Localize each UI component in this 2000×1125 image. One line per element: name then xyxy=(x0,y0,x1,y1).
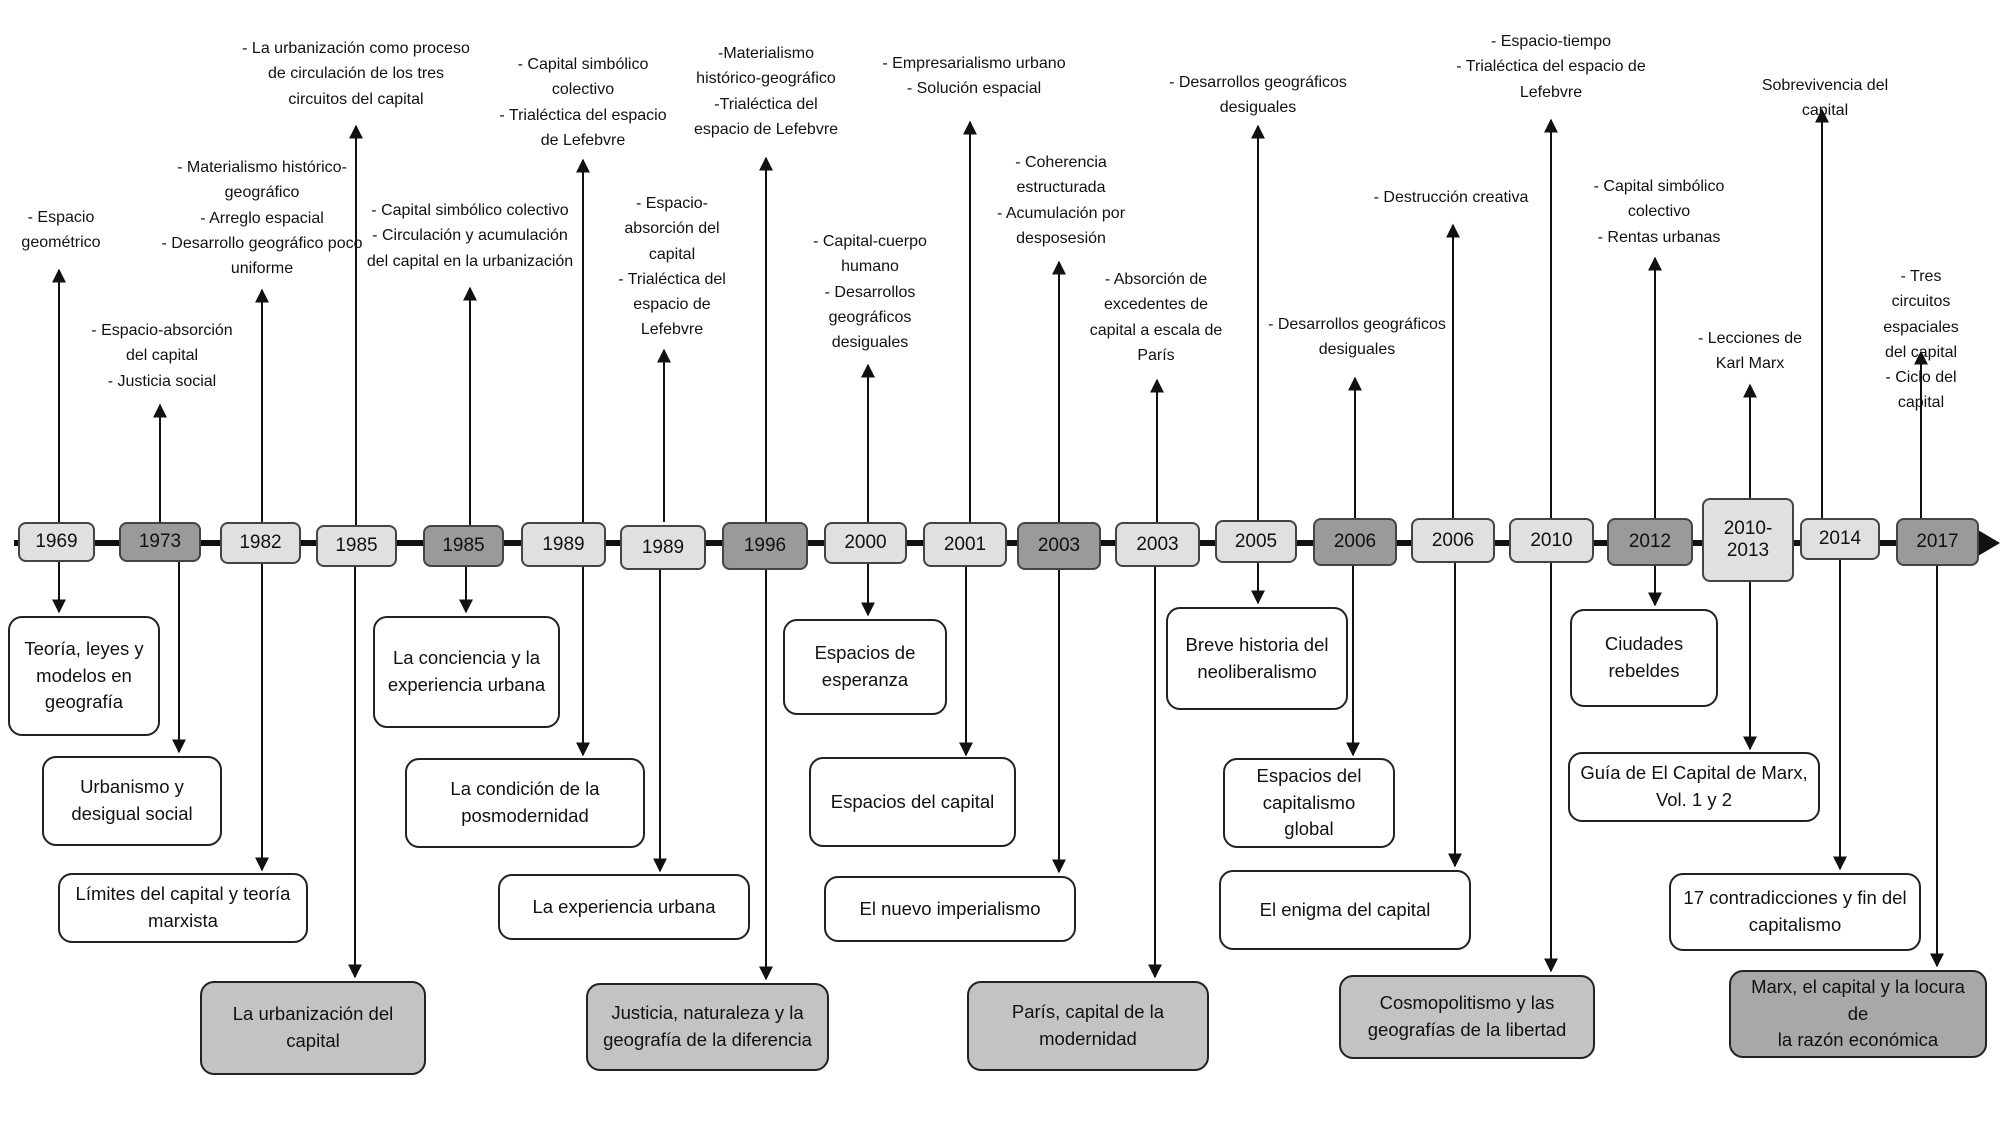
book-title-box: Urbanismo y desigual social xyxy=(42,756,222,846)
year-box: 2006 xyxy=(1411,518,1495,563)
timeline-axis-arrowhead xyxy=(1978,530,2000,556)
concept-label: - Capital simbólico colectivo - Trialéct… xyxy=(499,56,667,149)
year-box: 2014 xyxy=(1800,518,1880,560)
year-box: 1985 xyxy=(423,525,504,567)
concept-label: - Espacio-tiempo - Trialéctica del espac… xyxy=(1456,33,1646,101)
concept-label: -Materialismo histórico-geográfico -Tria… xyxy=(693,45,839,138)
year-box: 2005 xyxy=(1215,520,1297,563)
concept-label: - Tres circuitos espaciales del capital … xyxy=(1883,268,1959,412)
year-box: 1989 xyxy=(521,522,606,567)
book-title-box: Ciudades rebeldes xyxy=(1570,609,1718,707)
concept-label: - Coherencia estructurada - Acumulación … xyxy=(996,154,1126,247)
concept-label: - Espacio-absorción del capital - Justic… xyxy=(91,322,233,390)
book-title-box: El enigma del capital xyxy=(1219,870,1471,950)
year-box: 2010 xyxy=(1509,518,1594,563)
book-title-box: Espacios del capital xyxy=(809,757,1016,847)
year-box: 2012 xyxy=(1607,518,1693,566)
concept-label: Sobrevivencia del capital xyxy=(1761,77,1889,120)
book-title-box: Espacios de esperanza xyxy=(783,619,947,715)
book-title-box: Teoría, leyes y modelos en geografía xyxy=(8,616,160,736)
year-box: 2006 xyxy=(1313,518,1397,566)
book-title-box: 17 contradicciones y fin del capitalismo xyxy=(1669,873,1921,951)
concept-label: - Espacio- absorción del capital - Trial… xyxy=(618,195,726,339)
concept-label: - Desarrollos geográficos desiguales xyxy=(1169,74,1347,117)
concept-label: - Capital simbólico colectivo - Rentas u… xyxy=(1593,178,1725,246)
book-title-box: París, capital de la modernidad xyxy=(967,981,1209,1071)
year-box: 1969 xyxy=(18,522,95,562)
book-title-box: Límites del capital y teoría marxista xyxy=(58,873,308,943)
book-title-box: Guía de El Capital de Marx, Vol. 1 y 2 xyxy=(1568,752,1820,822)
year-box: 2017 xyxy=(1896,518,1979,566)
book-title-box: Justicia, naturaleza y la geografía de l… xyxy=(586,983,829,1071)
book-title-box: La experiencia urbana xyxy=(498,874,750,940)
year-box: 1989 xyxy=(620,525,706,570)
book-title-box: El nuevo imperialismo xyxy=(824,876,1076,942)
book-title-box: La conciencia y la experiencia urbana xyxy=(373,616,560,728)
concept-label: - Capital-cuerpo humano - Desarrollos ge… xyxy=(813,233,927,352)
year-box: 2001 xyxy=(923,522,1007,567)
year-box: 1985 xyxy=(316,525,397,567)
year-box: 1973 xyxy=(119,522,201,562)
concept-label: - Espacio geométrico xyxy=(21,209,101,252)
book-title-box: Marx, el capital y la locura de la razón… xyxy=(1729,970,1987,1058)
concept-label: - Lecciones de Karl Marx xyxy=(1697,330,1803,373)
year-box: 1982 xyxy=(220,522,301,564)
book-title-box: La urbanización del capital xyxy=(200,981,426,1075)
concept-label: - Materialismo histórico- geográfico - A… xyxy=(161,159,363,278)
year-box: 2003 xyxy=(1017,522,1101,570)
year-box: 2010- 2013 xyxy=(1702,498,1794,582)
concept-label: - Absorción de excedentes de capital a e… xyxy=(1089,271,1223,364)
year-box: 2000 xyxy=(824,522,907,564)
book-title-box: Breve historia del neoliberalismo xyxy=(1166,607,1348,710)
book-title-box: Espacios del capitalismo global xyxy=(1223,758,1395,848)
book-title-box: La condición de la posmodernidad xyxy=(405,758,645,848)
concept-label: - Destrucción creativa xyxy=(1373,189,1529,206)
book-title-box: Cosmopolitismo y las geografías de la li… xyxy=(1339,975,1595,1059)
year-box: 1996 xyxy=(722,522,808,570)
concept-label: - La urbanización como proceso de circul… xyxy=(242,40,470,108)
concept-label: - Empresarialismo urbano - Solución espa… xyxy=(882,55,1066,98)
concept-label: - Desarrollos geográficos desiguales xyxy=(1268,316,1446,359)
year-box: 2003 xyxy=(1115,522,1200,567)
concept-label: - Capital simbólico colectivo - Circulac… xyxy=(366,202,574,270)
